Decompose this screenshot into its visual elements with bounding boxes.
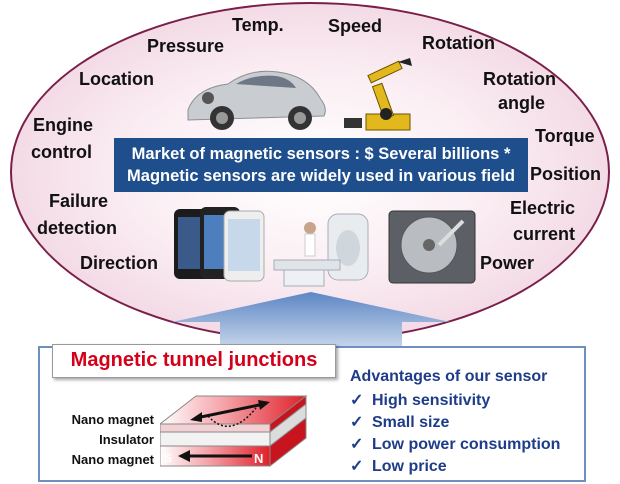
check-icon: ✓ [350,458,364,475]
label-failure-detection-2: detection [37,218,118,238]
robot-arm-image [344,58,412,131]
layer-label-insulator: Insulator [99,432,154,447]
layer-label-bottom-magnet: Nano magnet [71,452,154,467]
label-failure-detection-1: Failure [49,191,109,211]
check-icon: ✓ [350,436,364,453]
label-engine-control-2: control [31,142,92,162]
smartphone-image [174,207,265,282]
advantage-item: ✓ Small size [350,412,449,432]
label-position: Position [530,164,601,184]
label-pressure: Pressure [147,36,225,56]
advantages-title: Advantages of our sensor [350,368,548,385]
label-rotation-angle-1: Rotation [483,69,556,89]
label-temp: Temp. [232,15,284,35]
mri-scanner-image [273,213,369,287]
advantage-label: Low power consumption [372,436,561,453]
label-electric-current-2: current [513,224,576,244]
advantage-label: High sensitivity [372,392,491,409]
pole-n-label: N [254,451,264,466]
banner-line-2: Magnetic sensors are widely used in vari… [127,167,515,185]
mtj-stack-diagram [160,394,308,468]
mtj-title-box [52,344,336,378]
label-power: Power [480,253,535,273]
label-engine-control-1: Engine [33,115,94,135]
market-banner: Market of magnetic sensors : $ Several b… [114,138,528,192]
banner-line-1: Market of magnetic sensors : $ Several b… [131,145,511,163]
mtj-title: Magnetic tunnel junctions [70,349,318,371]
label-rotation-angle-2: angle [498,93,546,113]
check-icon: ✓ [350,392,364,409]
label-location: Location [79,69,154,89]
check-icon: ✓ [350,414,364,431]
label-torque: Torque [535,126,595,146]
advantage-item: ✓ Low power consumption [350,434,560,454]
label-speed: Speed [328,16,383,36]
advantage-label: Small size [372,414,450,431]
label-electric-current-1: Electric [510,198,576,218]
hard-disk-image [388,210,476,284]
advantage-label: Low price [372,458,447,475]
advantage-item: ✓ High sensitivity [350,390,490,410]
advantage-item: ✓ Low price [350,456,447,476]
up-arrow-icon [172,292,450,352]
label-rotation: Rotation [422,33,495,53]
pole-s-label: S [164,451,173,465]
car-image [187,70,326,130]
layer-label-top-magnet: Nano magnet [71,412,154,427]
label-direction: Direction [80,253,159,273]
